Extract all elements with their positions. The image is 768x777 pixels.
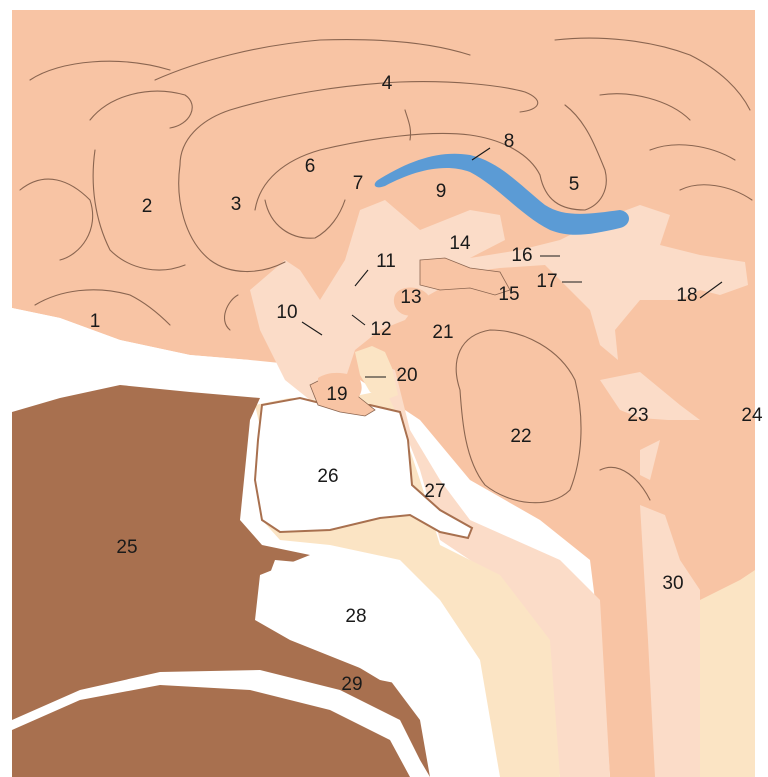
label-20: 20 bbox=[396, 365, 417, 386]
label-21: 21 bbox=[432, 322, 453, 343]
neck-soft-tissue bbox=[700, 570, 755, 777]
label-25: 25 bbox=[116, 537, 137, 558]
label-2: 2 bbox=[142, 196, 153, 217]
label-8: 8 bbox=[504, 131, 515, 152]
label-6: 6 bbox=[305, 156, 316, 177]
label-17: 17 bbox=[536, 271, 557, 292]
label-23: 23 bbox=[627, 405, 648, 426]
label-14: 14 bbox=[449, 233, 471, 254]
label-10: 10 bbox=[276, 302, 297, 323]
label-9: 9 bbox=[436, 181, 447, 202]
label-24: 24 bbox=[741, 405, 763, 426]
label-26: 26 bbox=[317, 466, 338, 487]
label-16: 16 bbox=[511, 245, 532, 266]
label-12: 12 bbox=[370, 319, 391, 340]
label-11: 11 bbox=[376, 251, 396, 272]
label-19: 19 bbox=[326, 384, 347, 405]
label-18: 18 bbox=[676, 285, 697, 306]
label-13: 13 bbox=[400, 287, 421, 308]
label-30: 30 bbox=[662, 573, 683, 594]
label-7: 7 bbox=[353, 173, 364, 194]
label-15: 15 bbox=[498, 284, 519, 305]
label-4: 4 bbox=[382, 73, 393, 94]
label-5: 5 bbox=[569, 174, 580, 195]
label-28: 28 bbox=[345, 606, 366, 627]
label-1: 1 bbox=[90, 311, 101, 332]
label-29: 29 bbox=[341, 674, 362, 695]
label-3: 3 bbox=[231, 194, 242, 215]
label-27: 27 bbox=[424, 481, 445, 502]
label-22: 22 bbox=[510, 426, 531, 447]
